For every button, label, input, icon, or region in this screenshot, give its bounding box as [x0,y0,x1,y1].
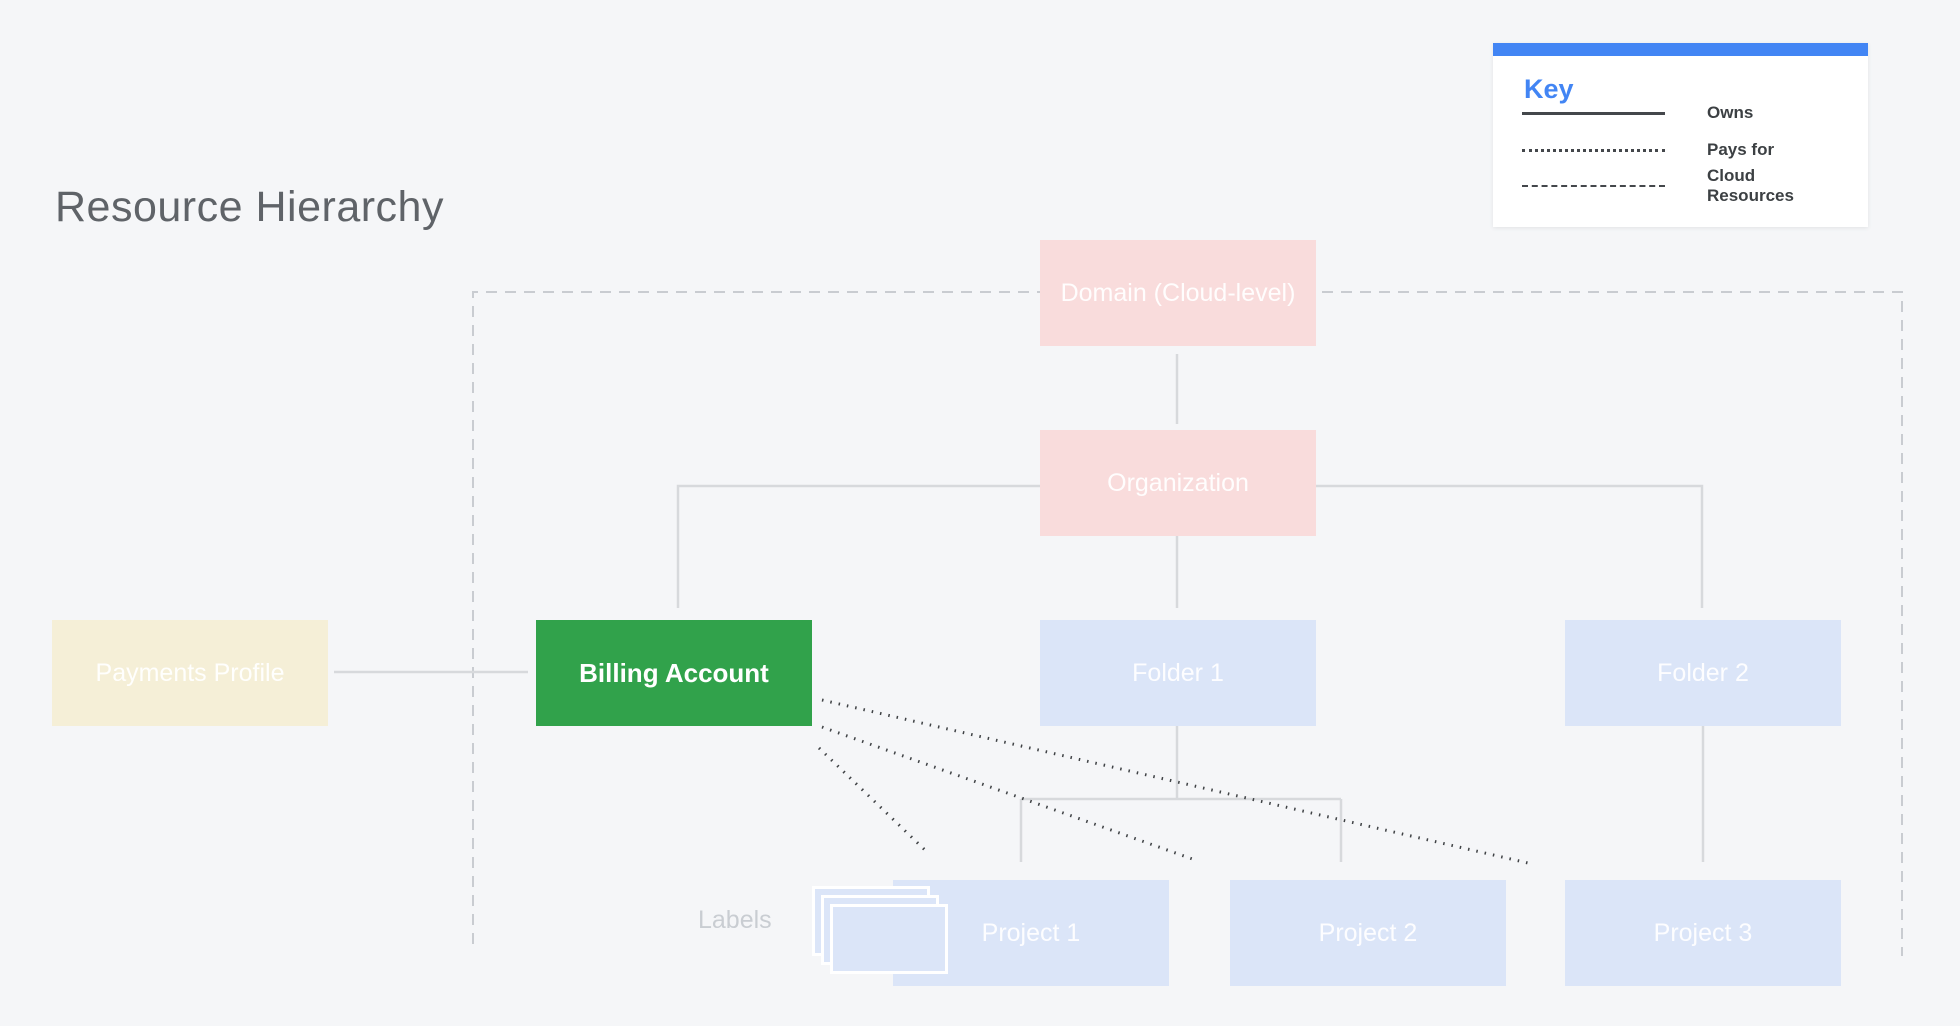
billing-paysfor-project2-arrow [821,725,1199,863]
node-folder2-label: Folder 2 [1657,658,1749,687]
billing-paysfor-project3-arrow [821,698,1529,865]
page-title: Resource Hierarchy [55,183,444,231]
node-payments-profile-label: Payments Profile [95,658,285,687]
cloud-resources-boundary [472,291,1903,956]
legend-key-card: Key Owns Pays for Cloud Resources [1493,43,1868,227]
solid-line-sample [1522,112,1665,115]
label-card-front [830,904,948,974]
node-domain: Domain (Cloud-level) [1040,240,1316,346]
legend-title: Key [1524,74,1574,104]
legend-label-owns: Owns [1707,103,1754,122]
labels-stack-icon [812,886,952,978]
node-project2-label: Project 2 [1318,918,1418,947]
legend-label-cloud-resources: Cloud Resources [1707,166,1794,205]
organization-billing-connector [676,484,1040,608]
node-payments-profile: Payments Profile [52,620,328,726]
labels-caption: Labels [698,906,772,934]
node-folder1: Folder 1 [1040,620,1316,726]
node-billing-account: Billing Account [536,620,812,726]
legend-label-paysfor: Pays for [1707,140,1775,160]
node-domain-label: Domain (Cloud-level) [1060,278,1296,307]
folder1-tbar-connector [1021,726,1341,801]
legend-row-cloud-resources: Cloud Resources [1522,166,1868,205]
node-project1-label: Project 1 [981,918,1081,947]
billing-paysfor-project1-arrow [817,746,928,853]
node-organization: Organization [1040,430,1316,536]
dashed-line-sample [1522,185,1665,187]
node-project3: Project 3 [1565,880,1841,986]
node-project2: Project 2 [1230,880,1506,986]
dotted-line-sample [1522,148,1665,152]
node-project3-label: Project 3 [1653,918,1753,947]
node-organization-label: Organization [1107,468,1249,497]
legend-accent-bar [1493,43,1868,56]
legend-row-paysfor: Pays for [1522,132,1868,168]
organization-folder2-connector [1316,484,1704,608]
node-folder2: Folder 2 [1565,620,1841,726]
legend-row-owns: Owns [1522,103,1868,132]
node-folder1-label: Folder 1 [1132,658,1224,687]
node-billing-account-label: Billing Account [579,657,769,688]
